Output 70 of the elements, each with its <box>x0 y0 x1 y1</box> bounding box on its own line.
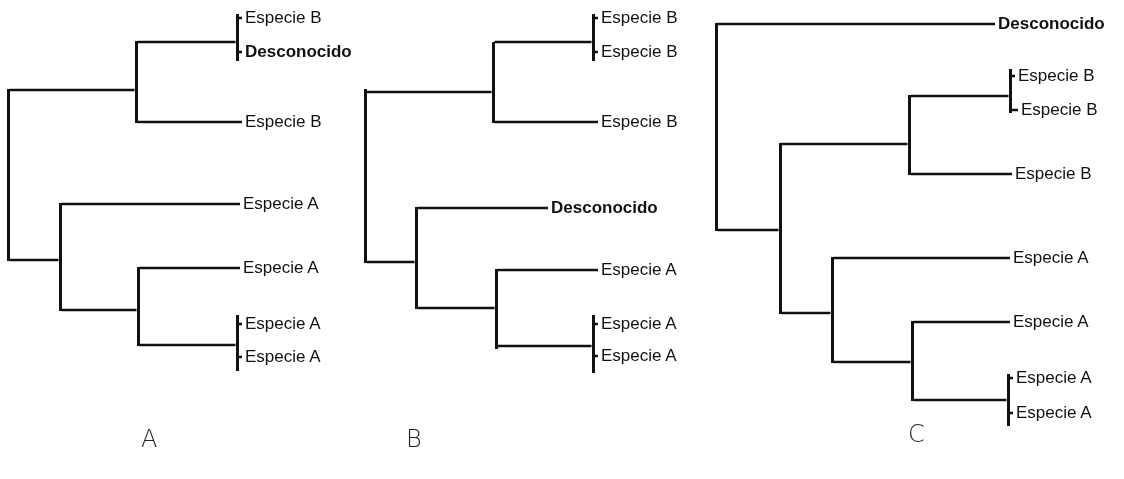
taxon-label: Especie A <box>242 314 321 334</box>
taxon-label: Especie A <box>598 314 677 334</box>
taxon-label: Especie B <box>242 112 322 132</box>
taxon-label: Especie A <box>598 260 677 280</box>
branch-bar <box>910 321 914 401</box>
taxon-label: Especie B <box>1018 100 1098 120</box>
branch-bar <box>235 315 239 371</box>
branch-bar <box>491 42 495 123</box>
branch-bar <box>1008 69 1012 113</box>
branch-bar <box>136 267 140 346</box>
branch-line <box>417 306 495 310</box>
branch-bar <box>591 14 595 61</box>
branch-line <box>61 202 240 206</box>
branch-line <box>366 260 415 264</box>
taxon-label: Especie A <box>240 194 319 214</box>
branch-line <box>494 120 598 124</box>
branch-line <box>366 90 492 94</box>
branch-line <box>497 268 598 272</box>
branch-bar <box>907 95 911 175</box>
branch-line <box>717 22 995 26</box>
taxon-label: Especie A <box>242 347 321 367</box>
panel-label: B <box>406 425 422 453</box>
branch-line <box>910 94 1009 98</box>
branch-line <box>494 40 592 44</box>
branch-bar <box>134 41 138 123</box>
panel-label: C <box>908 420 925 448</box>
taxon-label: Desconocido <box>995 14 1105 34</box>
taxon-label: Especie A <box>1010 248 1089 268</box>
branch-line <box>139 343 236 347</box>
branch-bar <box>235 14 239 61</box>
branch-line <box>781 311 831 315</box>
branch-line <box>137 40 236 44</box>
taxon-label: Especie A <box>240 258 319 278</box>
taxon-label: Especie B <box>598 42 678 62</box>
branch-bar <box>1006 374 1010 426</box>
taxon-label: Especie B <box>1012 164 1092 184</box>
taxon-label: Especie A <box>1013 368 1092 388</box>
branch-line <box>833 256 1010 260</box>
branch-line <box>9 258 59 262</box>
taxon-label: Especie A <box>1013 403 1092 423</box>
taxon-label: Especie A <box>1010 312 1089 332</box>
branch-bar <box>778 143 782 314</box>
panel-label: A <box>141 425 158 453</box>
taxon-label: Especie A <box>598 346 677 366</box>
branch-bar <box>591 315 595 373</box>
branch-line <box>833 360 911 364</box>
taxon-label: Especie B <box>1015 66 1095 86</box>
taxon-label: Desconocido <box>242 42 352 62</box>
branch-line <box>910 172 1012 176</box>
branch-bar <box>414 207 418 309</box>
taxon-label: Desconocido <box>548 198 658 218</box>
branch-line <box>781 142 908 146</box>
branch-line <box>417 206 548 210</box>
branch-line <box>9 88 135 92</box>
branch-line <box>913 320 1010 324</box>
branch-line <box>137 120 242 124</box>
branch-bar <box>830 257 834 363</box>
branch-bar <box>58 203 62 311</box>
taxon-label: Especie B <box>598 112 678 132</box>
branch-line <box>913 398 1007 402</box>
branch-line <box>61 308 137 312</box>
branch-line <box>139 266 240 270</box>
branch-line <box>717 228 779 232</box>
taxon-label: Especie B <box>242 8 322 28</box>
branch-bar <box>6 89 10 261</box>
branch-line <box>497 344 592 348</box>
taxon-label: Especie B <box>598 8 678 28</box>
branch-bar <box>494 269 498 349</box>
branch-bar <box>363 89 367 263</box>
branch-bar <box>714 23 718 231</box>
